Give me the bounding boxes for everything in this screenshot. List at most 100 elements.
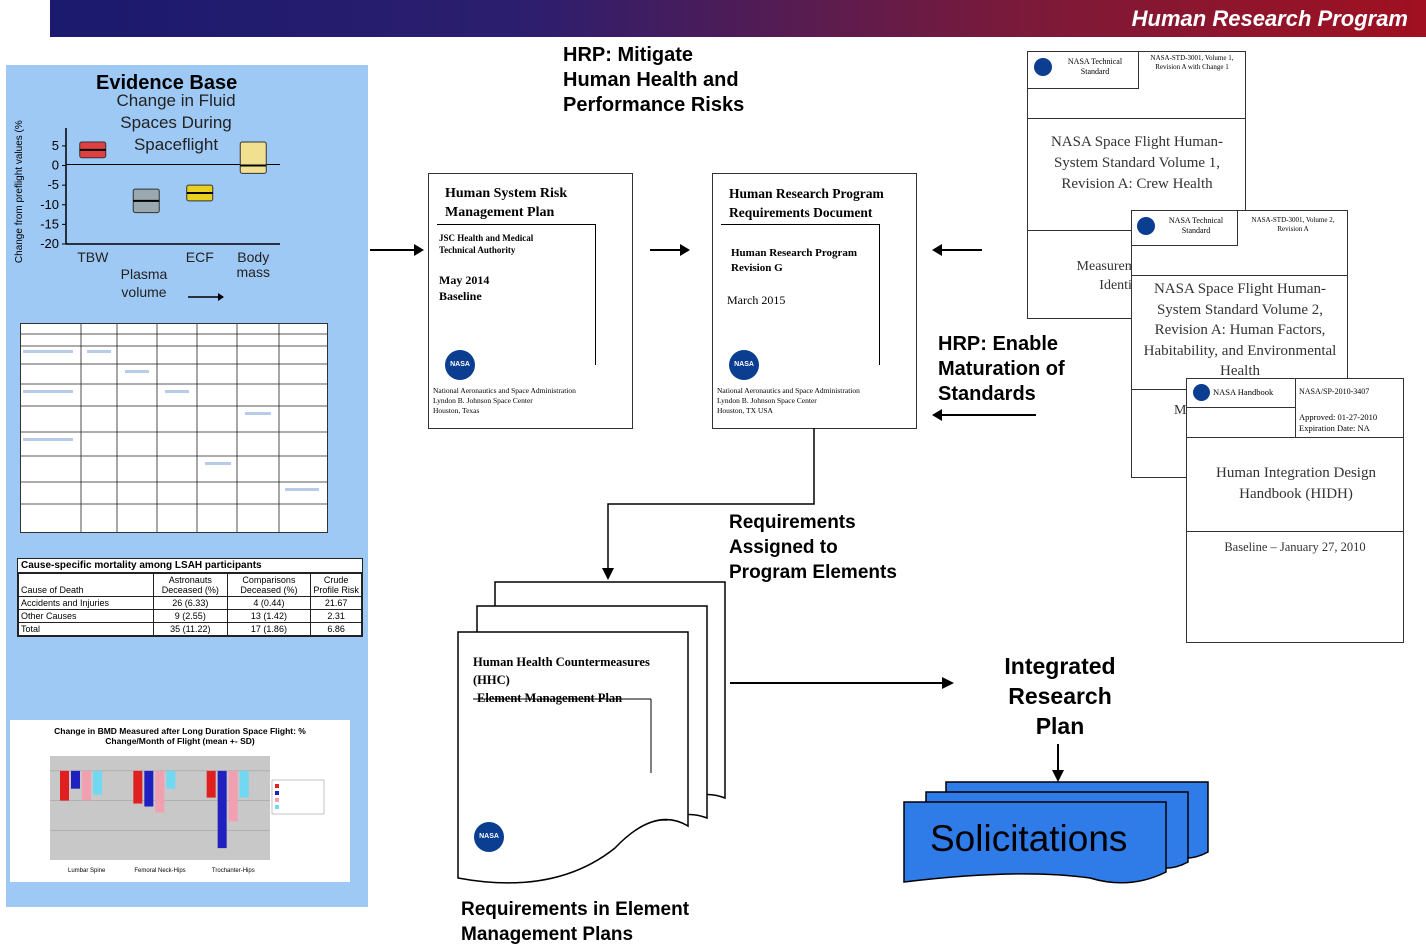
nasa-logo-icon bbox=[1034, 58, 1052, 76]
bar bbox=[144, 770, 154, 807]
table-cell: 13 (1.42) bbox=[226, 609, 312, 623]
table-cell: 4 (0.44) bbox=[226, 596, 312, 610]
std-hdr-row2 bbox=[1187, 407, 1403, 438]
requirements-document: Human Research Program Requirements Docu… bbox=[712, 173, 917, 429]
risk-plan-status: Baseline bbox=[439, 289, 482, 303]
y-tick-label: -10 bbox=[40, 197, 59, 212]
hhc-line-2: (HHC) bbox=[473, 673, 510, 687]
bar bbox=[133, 770, 143, 804]
arrow-to-irp-icon bbox=[730, 677, 954, 689]
req-doc-sub: Human Research Program Revision G bbox=[731, 246, 857, 276]
table-cell: Accidents and Injuries bbox=[18, 596, 154, 610]
std-hdr-left-cell: NASA Technical Standard bbox=[1132, 211, 1238, 246]
std-hdr-left: NASA Technical Standard bbox=[1168, 216, 1224, 235]
x-tick-label: mass bbox=[237, 264, 270, 280]
org-line-2: Lyndon B. Johnson Space Center bbox=[433, 396, 533, 405]
fluid-chart-ylabel: Change from preflight values (%) bbox=[14, 120, 25, 263]
authority-line-2: Technical Authority bbox=[439, 245, 516, 255]
std2-title: NASA Space Flight Human-System Standard … bbox=[1143, 281, 1337, 379]
evidence-summary-table bbox=[20, 323, 328, 533]
req-doc-title: Human Research Program Requirements Docu… bbox=[729, 184, 884, 222]
fluid-spaces-chart: Change from preflight values (%) 5 0 -5 -10… bbox=[14, 120, 280, 280]
risk-plan-title-2: Management Plan bbox=[445, 205, 555, 220]
bar bbox=[82, 770, 91, 801]
req-doc-org: National Aeronautics and Space Administr… bbox=[717, 386, 860, 416]
y-tick-label: -20 bbox=[40, 236, 59, 251]
doc-frame bbox=[721, 224, 880, 365]
x-tick-label: ECF bbox=[186, 249, 214, 265]
req-doc-date: March 2015 bbox=[727, 293, 786, 307]
nasa-logo-icon: NASA bbox=[729, 350, 759, 380]
divider bbox=[1295, 407, 1296, 437]
std-hdr-row2 bbox=[1132, 245, 1347, 276]
authority-line-1: JSC Health and Medical bbox=[439, 233, 534, 243]
arrow-to-risk-plan-icon bbox=[370, 244, 424, 256]
req-doc-title-1: Human Research Program bbox=[729, 186, 884, 201]
irp-label: Integrated Research Plan bbox=[985, 651, 1135, 741]
bar bbox=[166, 770, 176, 789]
std-hdr-left-cell: NASA Technical Standard bbox=[1028, 52, 1139, 89]
handbook-approved: Approved: 01-27-2010 bbox=[1299, 412, 1378, 422]
solicitations-label: Solicitations bbox=[930, 818, 1128, 859]
mitigate-label: HRP: Mitigate Human Health and Performan… bbox=[563, 43, 744, 118]
table-cell: 9 (2.55) bbox=[153, 609, 228, 623]
table-cell: 2.31 bbox=[310, 609, 362, 623]
org-line-1: National Aeronautics and Space Administr… bbox=[717, 386, 860, 395]
risk-management-plan-doc: Human System Risk Management Plan JSC He… bbox=[428, 173, 633, 429]
enable-line-1: HRP: Enable bbox=[938, 333, 1059, 355]
risk-plan-title: Human System Risk Management Plan bbox=[445, 184, 567, 222]
fluid-chart-title: Change in Fluid Spaces During Spacefligh… bbox=[116, 91, 236, 154]
bar bbox=[71, 770, 80, 789]
std-hdr-right: NASA-STD-3001, Volume 2, Revision A bbox=[1251, 216, 1335, 233]
x-tick-label: Femoral Neck-Hips bbox=[134, 868, 185, 874]
irp-line-1: Integrated bbox=[1004, 653, 1116, 679]
y-tick-label: 0 bbox=[52, 158, 59, 173]
arrow-to-req-doc-icon bbox=[650, 244, 690, 256]
handbook-dates: Approved: 01-27-2010 Expiration Date: NA bbox=[1299, 412, 1377, 434]
bar bbox=[228, 770, 238, 822]
element-management-plans-stack bbox=[457, 581, 726, 884]
x-tick-label: Lumbar Spine bbox=[68, 868, 106, 874]
org-line-2: Lyndon B. Johnson Space Center bbox=[717, 396, 817, 405]
mitigate-line-1: HRP: Mitigate bbox=[563, 44, 693, 66]
x-tick-label: Body bbox=[237, 249, 269, 265]
irp-line-2: Research bbox=[1008, 683, 1112, 709]
assigned-line-2: Assigned to bbox=[729, 537, 838, 558]
table-cell: 17 (1.86) bbox=[226, 622, 312, 636]
mortality-table: Cause-specific mortality among LSAH part… bbox=[17, 558, 363, 637]
mitigate-line-3: Performance Risks bbox=[563, 94, 745, 116]
bar bbox=[155, 770, 165, 813]
nasa-logo-icon: NASA bbox=[474, 822, 504, 852]
req-doc-sub-1: Human Research Program bbox=[731, 247, 858, 259]
table-cell: 21.67 bbox=[310, 596, 362, 610]
emp-caption-line-1: Requirements in Element bbox=[461, 899, 690, 920]
x-tick-label: TBW bbox=[77, 249, 109, 265]
arrow-enable-icon bbox=[932, 409, 1036, 421]
std-hdr-right: NASA-STD-3001, Volume 1, Revision A with… bbox=[1150, 54, 1234, 71]
x-tick-label: Trochanter-Hips bbox=[212, 868, 255, 874]
y-tick-label: -5 bbox=[47, 177, 59, 192]
handbook-baseline: Baseline – January 27, 2010 bbox=[1224, 540, 1366, 554]
risk-plan-org: National Aeronautics and Space Administr… bbox=[433, 386, 576, 416]
summary-table-grid bbox=[21, 324, 327, 532]
bar bbox=[239, 770, 249, 798]
bar bbox=[217, 770, 227, 849]
bmd-chart-container: Change in BMD Measured after Long Durati… bbox=[10, 720, 350, 882]
doc-frame bbox=[437, 224, 596, 365]
std1-title: NASA Space Flight Human-System Standard … bbox=[1050, 134, 1224, 192]
handbook-hidh: NASA Handbook NASA/SP-2010-3407 Approved… bbox=[1186, 378, 1404, 643]
std-hdr-row2 bbox=[1028, 88, 1245, 119]
req-doc-title-2: Requirements Document bbox=[729, 205, 873, 220]
assigned-line-3: Program Elements bbox=[729, 562, 897, 583]
org-line-3: Houston, Texas bbox=[433, 406, 480, 415]
col-header: Astronauts Deceased (%) bbox=[153, 573, 228, 597]
std-hdr-left-cell: NASA Handbook bbox=[1187, 379, 1296, 408]
mortality-table-body: Cause of Death Astronauts Deceased (%) C… bbox=[18, 573, 362, 636]
table-cell: 6.86 bbox=[310, 622, 362, 636]
assigned-line-1: Requirements bbox=[729, 512, 856, 533]
enable-line-2: Maturation of bbox=[938, 358, 1065, 380]
handbook-expiration: Expiration Date: NA bbox=[1299, 423, 1370, 433]
bmd-chart: Lumbar Spine Femoral Neck-Hips Trochanter-… bbox=[50, 756, 325, 874]
irp-line-3: Plan bbox=[1035, 713, 1085, 739]
y-tick-label: 5 bbox=[52, 138, 59, 153]
